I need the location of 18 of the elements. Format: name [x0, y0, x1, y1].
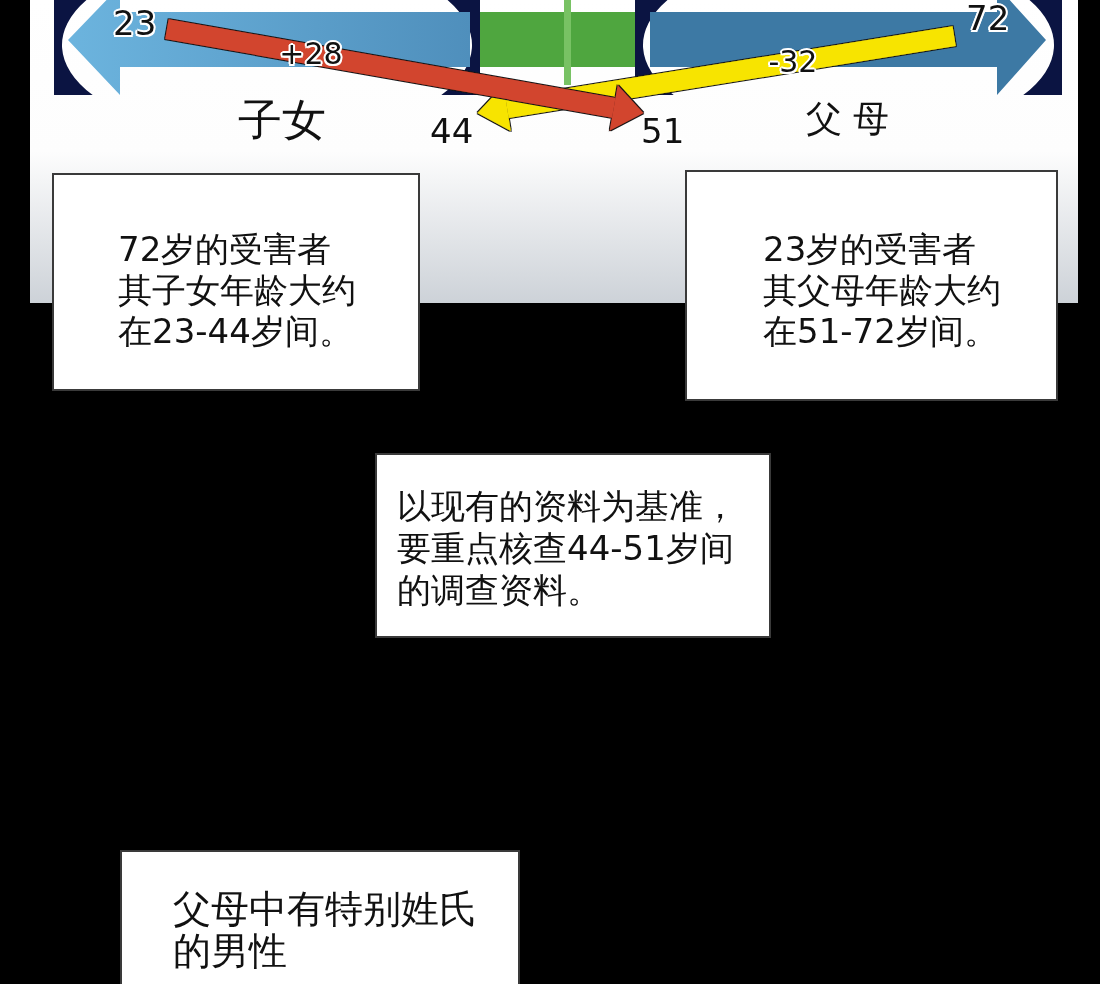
narration-text: 72岁的受害者其子女年龄大约在23-44岁间。	[118, 229, 357, 352]
scale-number: 44	[430, 113, 474, 149]
narration-box	[120, 850, 520, 984]
narration-text: 以现有的资料为基准，要重点核查44-51岁间的调查资料。	[397, 485, 738, 611]
narration-box	[52, 173, 420, 391]
narration-box	[685, 170, 1058, 401]
group-label: 父 母	[806, 99, 890, 139]
narration-box	[375, 453, 771, 638]
edge-label: +28	[279, 38, 343, 71]
narration-text: 23岁的受害者其父母年龄大约在51-72岁间。	[763, 229, 1002, 352]
narration-text: 父母中有特别姓氏的男性	[173, 888, 478, 972]
scale-number: 23	[113, 5, 157, 41]
group-label: 子女	[238, 96, 326, 144]
arrow	[165, 19, 644, 131]
range-bar	[480, 12, 635, 67]
scale-number: 51	[641, 113, 685, 149]
arrow	[477, 26, 956, 131]
edge-label: -32	[768, 46, 818, 79]
